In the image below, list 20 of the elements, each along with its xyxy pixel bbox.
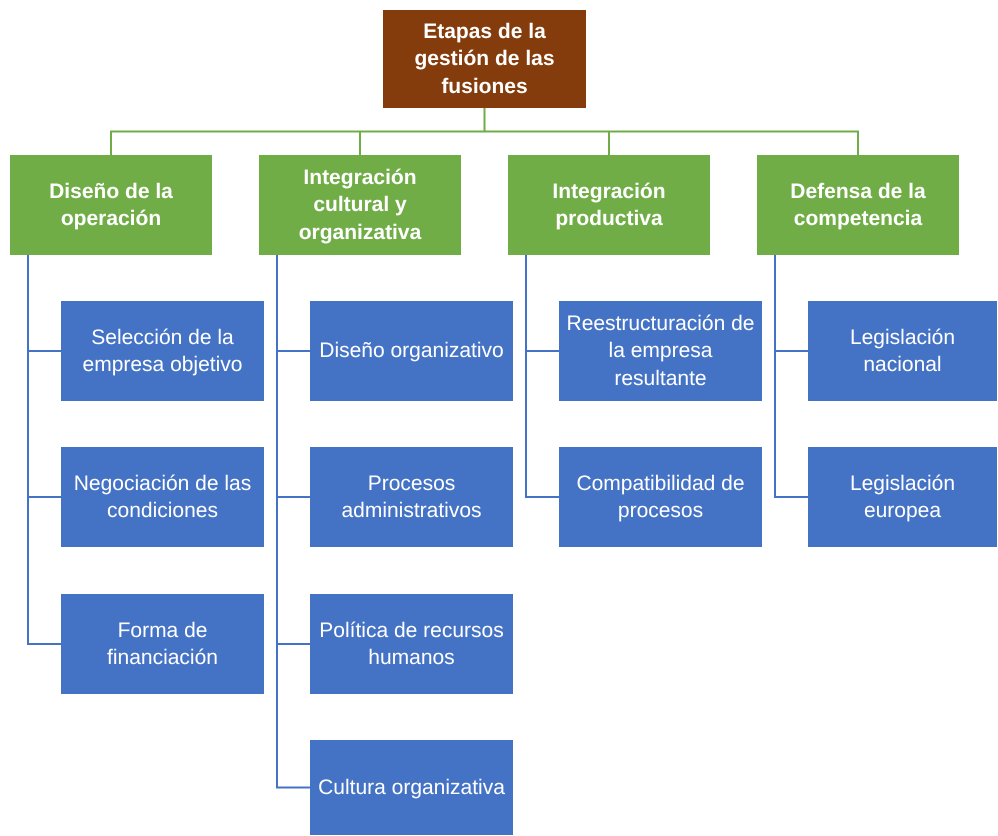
- item-box: Política de recursos humanos: [310, 594, 513, 694]
- category-box: Integración productiva: [508, 155, 710, 255]
- category-box: Diseño de la operación: [10, 155, 212, 255]
- item-box: Forma de financiación: [61, 594, 264, 694]
- connector-line: [484, 108, 859, 155]
- item-box: Procesos administrativos: [310, 447, 513, 547]
- item-box: Compatibilidad de procesos: [559, 447, 762, 547]
- connector-line: [525, 255, 559, 498]
- item-box: Legislación nacional: [808, 301, 997, 401]
- connector-line: [27, 255, 61, 645]
- title-box: Etapas de la gestión de las fusiones: [383, 10, 586, 108]
- item-box: Selección de la empresa objetivo: [61, 301, 264, 401]
- item-box: Legislación europea: [808, 447, 997, 547]
- item-box: Reestructuración de la empresa resultante: [559, 301, 762, 401]
- item-box: Diseño organizativo: [310, 301, 513, 401]
- category-box: Defensa de la competencia: [757, 155, 959, 255]
- connector-line: [774, 255, 808, 498]
- item-box: Negociación de las condiciones: [61, 447, 264, 547]
- category-box: Integración cultural y organizativa: [259, 155, 461, 255]
- item-box: Cultura organizativa: [310, 740, 513, 835]
